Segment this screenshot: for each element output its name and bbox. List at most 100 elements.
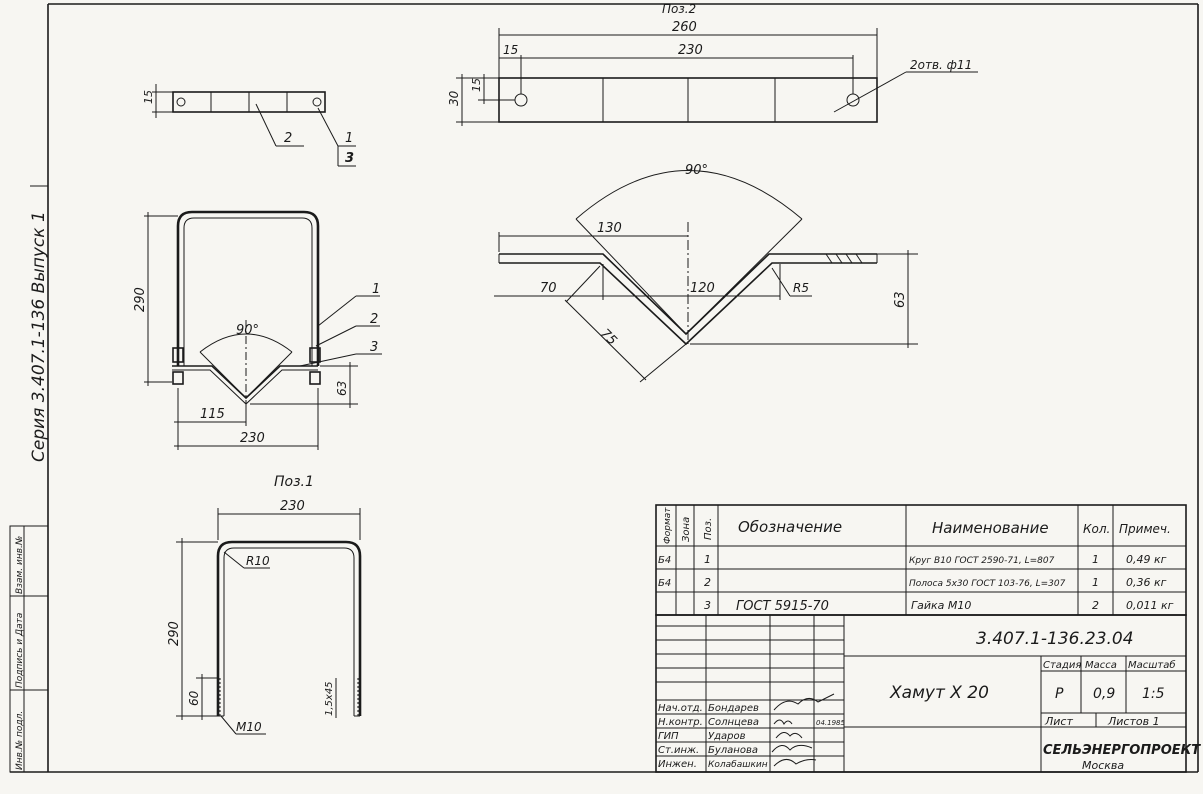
- dim-pos2-15: 15: [503, 43, 518, 57]
- side-stamp: Инв.№ подл. Подпись и Дата Взам. инв.№ С…: [9, 185, 49, 773]
- person-0: Бондарев: [708, 703, 759, 714]
- dim-asm-290: 290: [133, 287, 148, 312]
- sheets-label: Листов 1: [1107, 715, 1160, 728]
- cell-pos: 3: [704, 599, 711, 612]
- dim-p1-thread: 1,5х45: [324, 681, 335, 716]
- person-2: Ударов: [708, 731, 746, 742]
- leader-top-3: 3: [345, 151, 354, 166]
- th-name: Наименование: [932, 519, 1049, 537]
- cell-format: Б4: [658, 555, 671, 566]
- dim-bent-63: 63: [893, 291, 908, 308]
- mass-value: 0,9: [1093, 686, 1115, 702]
- dim-bent-130: 130: [597, 221, 622, 236]
- dim-pos2-230: 230: [678, 43, 703, 58]
- title-block: Нач.отд. Бондарев Н.контр. Солнцева ГИП …: [655, 614, 1201, 773]
- person-1: Солнцева: [708, 717, 759, 728]
- dim-p1-230: 230: [280, 499, 305, 514]
- sheet-label: Лист: [1044, 715, 1073, 728]
- scale-value: 1:5: [1142, 686, 1165, 702]
- dim-p1-60: 60: [187, 690, 201, 706]
- cell-pos: 1: [704, 553, 711, 566]
- leader-asm-1: 1: [372, 282, 380, 297]
- dim-p1-m10: М10: [236, 720, 262, 734]
- dim-asm-230: 230: [240, 431, 265, 446]
- view-bent-plate: 90° 130 70 120 R5 63 75: [494, 163, 918, 383]
- th-qty: Кол.: [1083, 522, 1110, 536]
- dim-bent-r5: R5: [793, 281, 809, 295]
- dim-pos2-30: 30: [447, 90, 461, 106]
- view-assembly: 290 90° 63 115 230 1 2 3: [133, 210, 382, 450]
- role-3: Ст.инж.: [658, 745, 699, 756]
- dim-bent-70: 70: [540, 281, 557, 296]
- pos2-title: Поз.2: [662, 2, 696, 16]
- cell-note: 0,011 кг: [1126, 599, 1174, 612]
- dim-asm-90: 90°: [236, 323, 259, 338]
- cell-designation: ГОСТ 5915-70: [736, 599, 829, 614]
- th-note: Примеч.: [1119, 522, 1171, 536]
- leader-asm-3: 3: [370, 340, 378, 355]
- person-3: Буланова: [708, 745, 758, 756]
- cell-qty: 1: [1092, 553, 1099, 566]
- cell-note: 0,36 кг: [1126, 576, 1167, 589]
- dim-pos2-260: 260: [672, 20, 697, 35]
- cell-name: Круг В10 ГОСТ 2590-71, L=807: [909, 556, 1055, 566]
- dim-bent-120: 120: [690, 281, 715, 296]
- org-city: Москва: [1082, 759, 1124, 772]
- person-4: Колабашкин: [708, 760, 768, 770]
- stamp-sign-date: Подпись и Дата: [15, 613, 25, 688]
- signature-2: [775, 732, 803, 739]
- cell-name: Гайка М10: [911, 599, 971, 612]
- cell-qty: 2: [1092, 599, 1099, 612]
- signature-1: [773, 719, 793, 725]
- cell-format: Б4: [658, 578, 671, 589]
- dim-bent-75: 75: [597, 326, 619, 348]
- dim-asm-115: 115: [200, 407, 225, 422]
- th-pos: Поз.: [703, 518, 714, 540]
- th-zone: Зона: [681, 517, 692, 542]
- leader-top-1: 1: [345, 131, 353, 146]
- stage-label: Стадия: [1043, 660, 1081, 671]
- th-format: Формат: [663, 507, 673, 544]
- stage-value: Р: [1055, 686, 1064, 702]
- dim-top-15: 15: [142, 90, 155, 104]
- signature-3: [771, 744, 813, 753]
- org-name: СЕЛЬЭНЕРГОПРОЕКТ: [1043, 743, 1201, 758]
- mass-label: Масса: [1085, 660, 1117, 671]
- role-4: Инжен.: [658, 759, 697, 770]
- view-strip-top: 15 2 1 3: [142, 84, 356, 167]
- date-mark: 04.1985: [816, 719, 845, 727]
- dim-p1-290: 290: [167, 621, 182, 646]
- view-pos1-ubolt: Поз.1 230 R10 290 60 1,5х45 М10: [167, 474, 362, 735]
- pos1-title: Поз.1: [274, 474, 314, 490]
- cell-qty: 1: [1092, 576, 1099, 589]
- dim-holes: 2отв. ф11: [910, 58, 972, 72]
- role-2: ГИП: [658, 731, 679, 742]
- role-0: Нач.отд.: [658, 703, 703, 714]
- dim-p1-r10: R10: [246, 554, 270, 568]
- signature-4: [773, 759, 817, 767]
- stamp-inv-orig: Инв.№ подл.: [15, 711, 25, 770]
- signature-0: [773, 693, 835, 711]
- spec-table: Формат Зона Поз. Обозначение Наименовани…: [655, 504, 1187, 616]
- series-label: Серия 3.407.1-136 Выпуск 1: [29, 211, 49, 462]
- dim-bent-90: 90°: [685, 163, 708, 178]
- cell-pos: 2: [704, 576, 711, 589]
- table-row: Б4 2 Полоса 5х30 ГОСТ 103-76, L=307 1 0,…: [658, 576, 1167, 589]
- dim-asm-63: 63: [335, 381, 349, 396]
- stamp-replace-inv: Взам. инв.№: [15, 536, 25, 594]
- table-row: Б4 1 Круг В10 ГОСТ 2590-71, L=807 1 0,49…: [658, 553, 1167, 566]
- leader-top-2: 2: [284, 131, 292, 146]
- scale-label: Масштаб: [1128, 659, 1176, 671]
- role-1: Н.контр.: [658, 717, 703, 728]
- drawing-title: Хамут Х 20: [889, 683, 989, 703]
- cell-name: Полоса 5х30 ГОСТ 103-76, L=307: [909, 579, 1066, 589]
- th-designation: Обозначение: [738, 518, 842, 536]
- view-pos2-plate: Поз.2 260 15 230 30 15 2отв. ф11: [447, 2, 978, 126]
- doc-number: 3.407.1-136.23.04: [976, 629, 1134, 649]
- cell-note: 0,49 кг: [1126, 553, 1167, 566]
- dim-pos2-15v: 15: [470, 78, 483, 92]
- table-row: 3 ГОСТ 5915-70 Гайка М10 2 0,011 кг: [704, 599, 1174, 614]
- leader-asm-2: 2: [370, 312, 378, 327]
